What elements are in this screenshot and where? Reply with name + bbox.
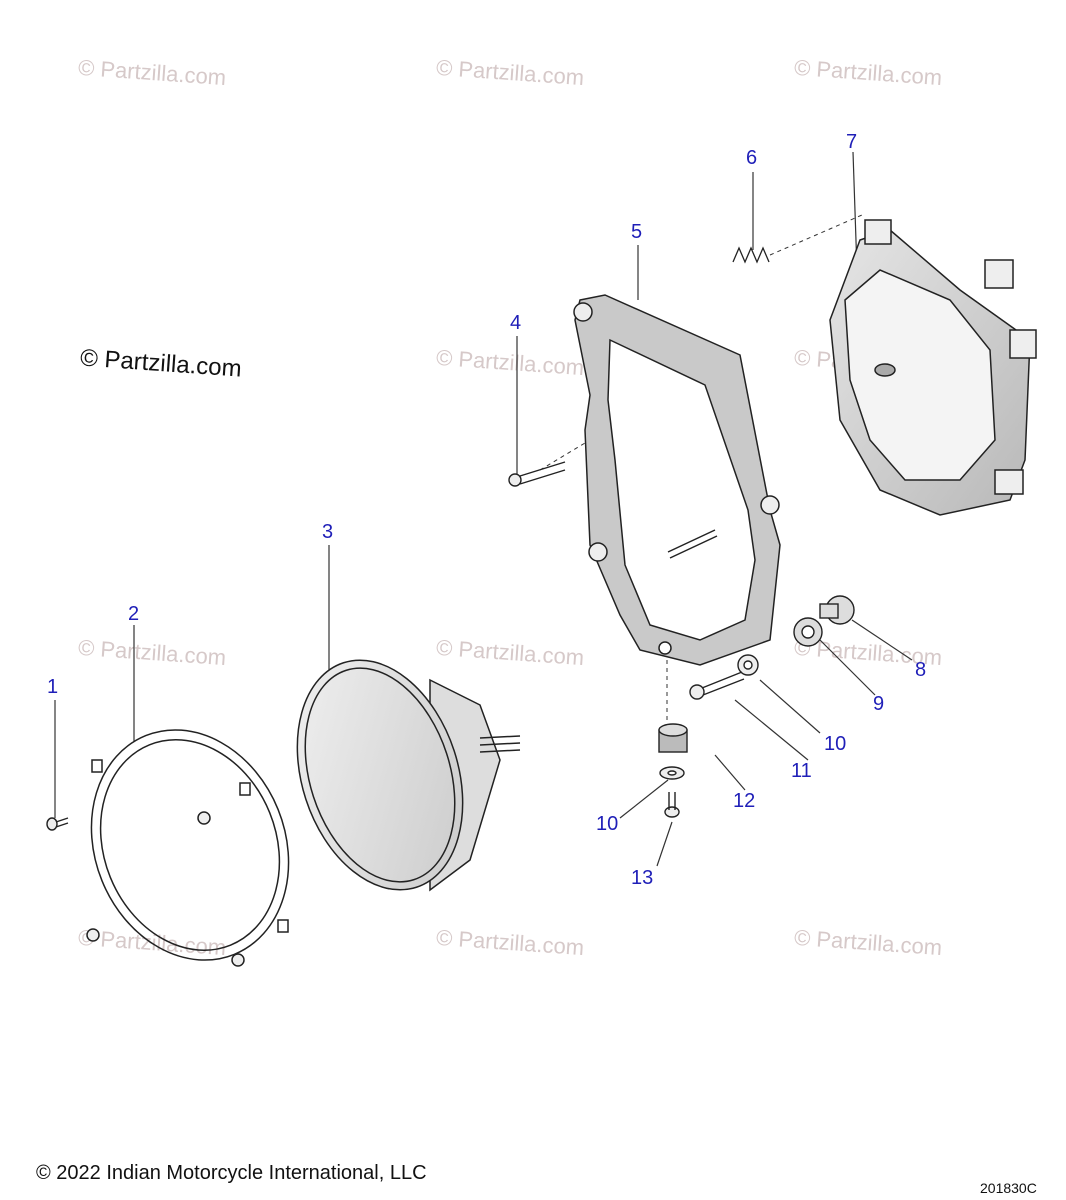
- bolt-4: [508, 461, 566, 487]
- screw-13: [664, 792, 680, 818]
- callout-6: 6: [746, 147, 758, 169]
- callout-10: 10: [596, 813, 619, 835]
- knob-8: [819, 595, 855, 625]
- screw-1: [46, 817, 69, 831]
- diagram-id: 201830C: [980, 1180, 1037, 1196]
- callout-3: 3: [322, 521, 334, 543]
- isolator-12: [658, 723, 688, 753]
- callout-13: 13: [631, 867, 654, 889]
- copyright-text: © 2022 Indian Motorcycle International, …: [36, 1162, 427, 1184]
- bolt-11: [689, 671, 745, 700]
- headlamp-3: [296, 659, 521, 892]
- bracket-5: [573, 294, 781, 666]
- callout-9: 9: [873, 693, 885, 715]
- callout-12: 12: [733, 790, 756, 812]
- callout-4: 4: [510, 312, 522, 334]
- callout-7: 7: [846, 131, 858, 153]
- callout-10: 10: [824, 733, 847, 755]
- callout-5: 5: [631, 221, 643, 243]
- washer-10: [659, 654, 759, 780]
- callout-11: 11: [791, 760, 812, 782]
- callout-1: 1: [47, 676, 59, 698]
- trim-ring-2: [86, 729, 290, 967]
- bucket-7: [829, 219, 1037, 516]
- grommet-9: [793, 617, 823, 647]
- callout-2: 2: [128, 603, 140, 625]
- leader-lines: [54, 151, 913, 867]
- callout-8: 8: [915, 659, 927, 681]
